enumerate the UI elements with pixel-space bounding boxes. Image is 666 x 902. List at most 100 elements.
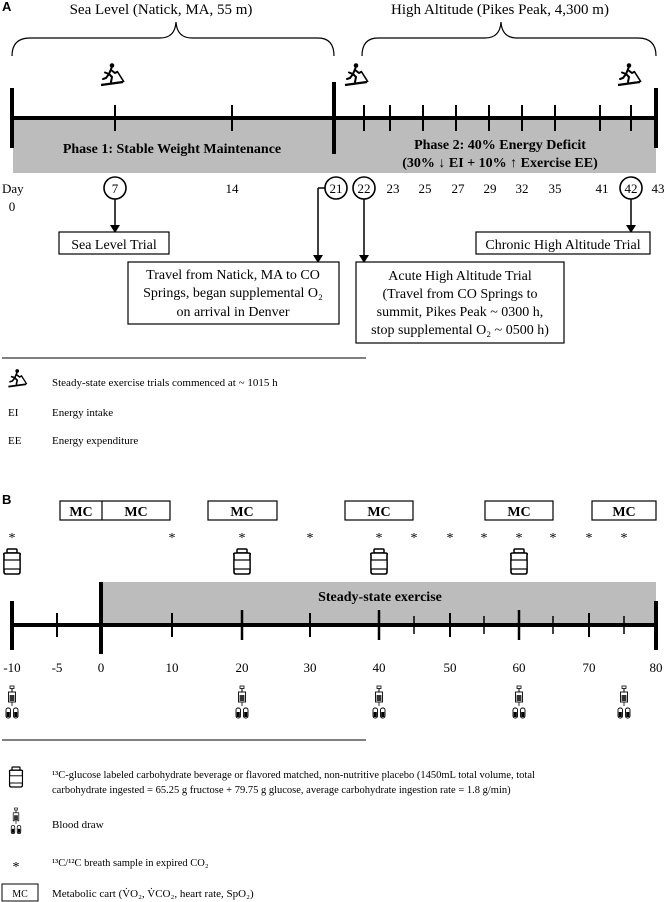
blood-draw-icon	[617, 685, 631, 719]
svg-text:*: *	[516, 531, 523, 546]
beverage-bottle-icon	[509, 548, 529, 575]
chronic-trial-box	[475, 231, 651, 255]
legend-star-symbol: *	[13, 860, 20, 875]
legend-beverage-line1: ¹³C-glucose labeled carbohydrate beverag…	[52, 770, 535, 781]
svg-text:(Travel from CO Springs to: (Travel from CO Springs to	[382, 287, 537, 302]
blood-draw-icon	[372, 685, 386, 719]
svg-text:MC: MC	[230, 505, 253, 520]
legend-mc: Metabolic cart (V̇O₂, V̇CO₂, heart rate,…	[52, 888, 254, 900]
svg-text:MC: MC	[612, 505, 635, 520]
blood-draw-icon	[10, 807, 22, 834]
svg-text:MC: MC	[124, 505, 147, 520]
panel-a-label: A	[2, 0, 12, 14]
svg-text:60: 60	[513, 660, 526, 675]
day-43: 43	[652, 181, 665, 196]
svg-text:MC: MC	[367, 505, 390, 520]
sea-level-trial-box	[58, 231, 170, 255]
day-7: 7	[112, 181, 119, 196]
day-21: 21	[330, 181, 343, 196]
svg-text:70: 70	[583, 660, 596, 675]
svg-text:*: *	[550, 531, 557, 546]
day-0: 0	[9, 199, 16, 214]
legend-beverage-line2: carbohydrate ingested = 65.25 g fructose…	[52, 785, 511, 796]
svg-text:MC: MC	[69, 505, 92, 520]
treadmill-runner-icon	[343, 62, 370, 87]
blood-draw-icon	[512, 685, 526, 719]
sea-level-trial-label: Sea Level Trial	[71, 238, 157, 253]
svg-text:summit, Pikes Peak ~ 0300 h,: summit, Pikes Peak ~ 0300 h,	[377, 305, 544, 320]
day-14: 14	[226, 181, 240, 196]
sea-level-header: Sea Level (Natick, MA, 55 m)	[70, 2, 253, 18]
legend-mc-box	[1, 883, 39, 902]
treadmill-runner-icon	[99, 62, 126, 87]
chronic-trial-label: Chronic High Altitude Trial	[485, 238, 640, 253]
phase1-label: Phase 1: Stable Weight Maintenance	[63, 142, 281, 157]
svg-text:50: 50	[444, 660, 457, 675]
day-42: 42	[625, 181, 638, 196]
svg-text:80: 80	[650, 660, 663, 675]
beverage-bottle-icon	[8, 766, 24, 788]
mc-labels: MC MC MC MC MC MC	[69, 505, 635, 520]
minute-labels: -10 -5 0 10 20 30 40 50 60 70 80	[3, 660, 662, 675]
high-altitude-brace	[361, 21, 657, 57]
day-27: 27	[452, 181, 466, 196]
svg-text:Travel from Natick, MA to CO: Travel from Natick, MA to CO	[146, 268, 320, 283]
legend-ee: Energy expenditure	[52, 435, 138, 447]
svg-text:20: 20	[236, 660, 249, 675]
svg-text:*: *	[586, 531, 593, 546]
metabolic-cart-boxes	[59, 500, 657, 521]
treadmill-runner-icon	[7, 368, 28, 388]
high-altitude-header: High Altitude (Pikes Peak, 4,300 m)	[391, 2, 609, 18]
travel-text: Travel from Natick, MA to CO Springs, be…	[143, 268, 323, 320]
phase2-sublabel: (30% ↓ EI + 10% ↑ Exercise EE)	[402, 156, 598, 171]
svg-text:*: *	[307, 531, 314, 546]
phase2-label: Phase 2: 40% Energy Deficit	[414, 138, 586, 153]
svg-text:*: *	[411, 531, 418, 546]
acute-trial-box	[355, 261, 565, 344]
day-23: 23	[387, 181, 400, 196]
svg-text:-10: -10	[3, 660, 20, 675]
svg-text:Springs, began supplemental O₂: Springs, began supplemental O₂	[143, 286, 323, 301]
exercise-timeline-ticks	[10, 582, 658, 654]
svg-text:stop supplemental O₂ ~ 0500 h): stop supplemental O₂ ~ 0500 h)	[371, 323, 549, 338]
legend-ei: Energy intake	[52, 407, 113, 419]
day-25: 25	[419, 181, 432, 196]
svg-text:*: *	[481, 531, 488, 546]
svg-text:MC: MC	[507, 505, 530, 520]
day-label: Day	[2, 181, 24, 196]
svg-text:40: 40	[373, 660, 386, 675]
svg-text:*: *	[9, 531, 16, 546]
legend-ei-abbr: EI	[8, 407, 19, 419]
beverage-bottle-icon	[369, 548, 389, 575]
travel-box	[127, 261, 340, 325]
day-41: 41	[596, 181, 609, 196]
svg-text:*: *	[376, 531, 383, 546]
day-32: 32	[516, 181, 529, 196]
svg-text:0: 0	[98, 660, 105, 675]
svg-text:*: *	[447, 531, 454, 546]
legend-blood: Blood draw	[52, 819, 104, 831]
exercise-label: Steady-state exercise	[318, 590, 442, 605]
svg-text:on arrival in Denver: on arrival in Denver	[176, 305, 289, 320]
svg-text:-5: -5	[52, 660, 63, 675]
legend-breath: ¹³C/¹²C breath sample in expired CO₂	[52, 858, 209, 869]
beverage-bottle-icon	[232, 548, 252, 575]
beverage-bottle-icon	[2, 548, 22, 575]
svg-text:10: 10	[166, 660, 179, 675]
legend-mc-abbr: MC	[12, 889, 28, 900]
acute-trial-text: Acute High Altitude Trial (Travel from C…	[371, 269, 549, 338]
day-29: 29	[484, 181, 497, 196]
svg-text:*: *	[169, 531, 176, 546]
sea-level-brace	[11, 21, 335, 57]
blood-draw-icon	[5, 685, 19, 719]
day-numbers: 0 7 14 21 22 23 25 27 29 32 35 41 42 43	[9, 181, 665, 214]
svg-text:*: *	[239, 531, 246, 546]
legend-treadmill: Steady-state exercise trials commenced a…	[52, 377, 278, 389]
timeline-ticks	[10, 82, 658, 154]
blood-draw-icon	[235, 685, 249, 719]
svg-text:Acute High Altitude Trial: Acute High Altitude Trial	[388, 269, 532, 284]
svg-text:*: *	[621, 531, 628, 546]
day-22: 22	[358, 181, 371, 196]
breath-sample-markers: * * * * * * * * * * * *	[9, 531, 628, 546]
legend-ee-abbr: EE	[8, 435, 22, 447]
